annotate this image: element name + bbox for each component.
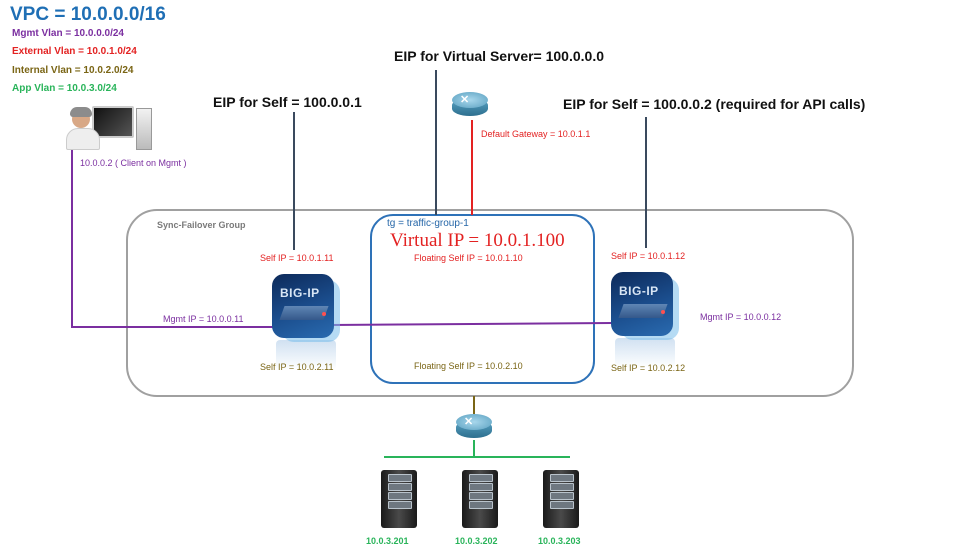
bigip-device-2-name: BIG-IP	[619, 284, 659, 298]
server-1-icon	[381, 470, 417, 528]
bigip-device-1-icon: BIG-IP	[272, 274, 342, 370]
server-2-ip: 10.0.3.202	[455, 536, 498, 546]
mgmt-line	[71, 150, 274, 328]
traffic-group-box	[370, 214, 595, 384]
client-workstation-icon	[66, 104, 156, 154]
device1-self-ip-internal: Self IP = 10.0.2.11	[260, 362, 334, 372]
eip-self-left-label: EIP for Self = 100.0.0.1	[213, 94, 362, 110]
mgmt-line-mid	[329, 322, 613, 326]
eip-virtual-server-label: EIP for Virtual Server= 100.0.0.0	[394, 48, 604, 64]
server-3-ip: 10.0.3.203	[538, 536, 581, 546]
server-1-ip: 10.0.3.201	[366, 536, 409, 546]
vpc-label: VPC = 10.0.0.0/16	[10, 4, 166, 25]
server-2-icon	[462, 470, 498, 528]
virtual-ip-label: Virtual IP = 10.0.1.100	[390, 230, 565, 251]
device1-self-ip-external: Self IP = 10.0.1.11	[260, 253, 334, 263]
internal-vlan-label: Internal Vlan = 10.0.2.0/24	[12, 65, 134, 76]
device1-mgmt-ip: Mgmt IP = 10.0.0.11	[163, 314, 244, 324]
eip-self-right-label: EIP for Self = 100.0.0.2 (required for A…	[563, 96, 866, 112]
sync-failover-group-label: Sync-Failover Group	[157, 220, 246, 230]
mgmt-vlan-label: Mgmt Vlan = 10.0.0.0/24	[12, 28, 124, 39]
bigip-device-1-name: BIG-IP	[280, 286, 320, 300]
default-gateway-label: Default Gateway = 10.0.1.1	[481, 129, 591, 139]
device2-mgmt-ip: Mgmt IP = 10.0.0.12	[700, 312, 782, 322]
device2-self-ip-internal: Self IP = 10.0.2.12	[611, 363, 686, 373]
bigip-device-2-icon: BIG-IP	[611, 272, 681, 368]
gateway-router-icon: ✕	[452, 92, 488, 116]
floating-self-ip-external-label: Floating Self IP = 10.0.1.10	[414, 253, 523, 263]
external-vlan-label: External Vlan = 10.0.1.0/24	[12, 46, 137, 57]
server-3-icon	[543, 470, 579, 528]
floating-self-ip-internal-label: Floating Self IP = 10.0.2.10	[414, 361, 523, 371]
sync-failover-group-box	[126, 209, 854, 397]
app-vlan-label: App Vlan = 10.0.3.0/24	[12, 83, 117, 94]
device2-self-ip-external: Self IP = 10.0.1.12	[611, 251, 686, 261]
traffic-group-label: tg = traffic-group-1	[387, 218, 469, 229]
internal-router-icon: ✕	[456, 414, 492, 438]
client-label: 10.0.0.2 ( Client on Mgmt )	[80, 158, 187, 168]
